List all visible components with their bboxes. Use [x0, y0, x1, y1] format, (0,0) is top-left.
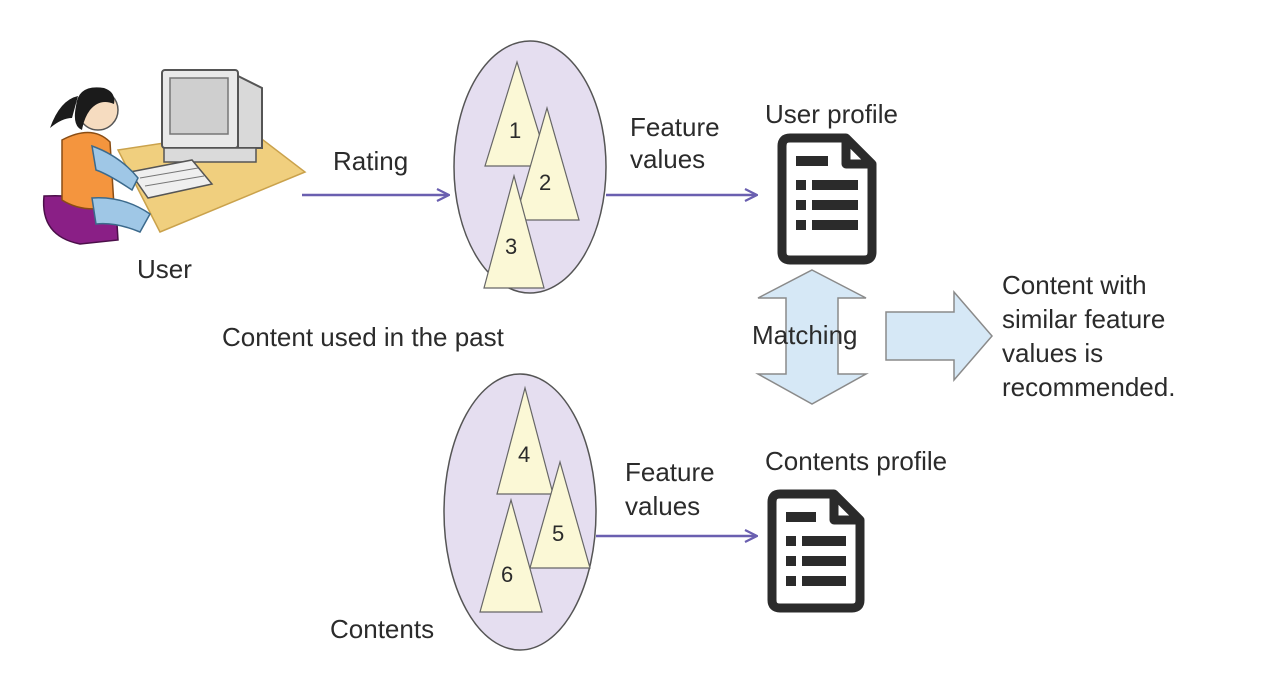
content-item-1-number: 1	[509, 118, 521, 143]
result-line-3: values is	[1002, 338, 1104, 368]
contents-profile-document-icon	[767, 489, 865, 613]
past-content-group: 1 2 3	[453, 40, 607, 294]
user-label: User	[137, 254, 192, 284]
content-item-5-number: 5	[552, 521, 564, 546]
content-item-5	[529, 459, 591, 569]
rating-label: Rating	[333, 146, 409, 176]
result-line-2: similar feature	[1002, 304, 1166, 334]
result-line-4: recommended.	[1002, 372, 1176, 402]
result-line-1: Content with	[1002, 270, 1147, 300]
content-item-3	[483, 173, 545, 289]
feature-values-bottom-line1: Feature	[625, 457, 715, 487]
content-item-2	[514, 105, 580, 221]
feature-values-bottom-line2: values	[625, 491, 701, 521]
contents-label: Contents	[330, 614, 435, 644]
content-item-1	[484, 59, 550, 167]
matching-double-arrow	[755, 269, 869, 405]
content-item-6-number: 6	[501, 562, 513, 587]
recommendation-arrow	[885, 289, 993, 383]
content-item-2-number: 2	[539, 170, 551, 195]
content-item-4-number: 4	[518, 442, 530, 467]
feature-values-top-line1: Feature	[630, 112, 720, 142]
contents-group: 4 5 6	[443, 373, 597, 651]
content-item-3-number: 3	[505, 234, 517, 259]
contents-ellipse	[443, 373, 597, 651]
contents-profile-label: Contents profile	[765, 446, 948, 476]
matching-label: Matching	[752, 320, 858, 350]
feature-values-top-line2: values	[630, 144, 706, 174]
user-profile-document-icon	[777, 133, 877, 265]
past-content-label: Content used in the past	[222, 322, 504, 352]
content-item-6	[479, 497, 543, 613]
content-item-4	[496, 385, 554, 495]
user-profile-label: User profile	[765, 99, 898, 129]
user-at-computer-icon	[42, 69, 307, 245]
